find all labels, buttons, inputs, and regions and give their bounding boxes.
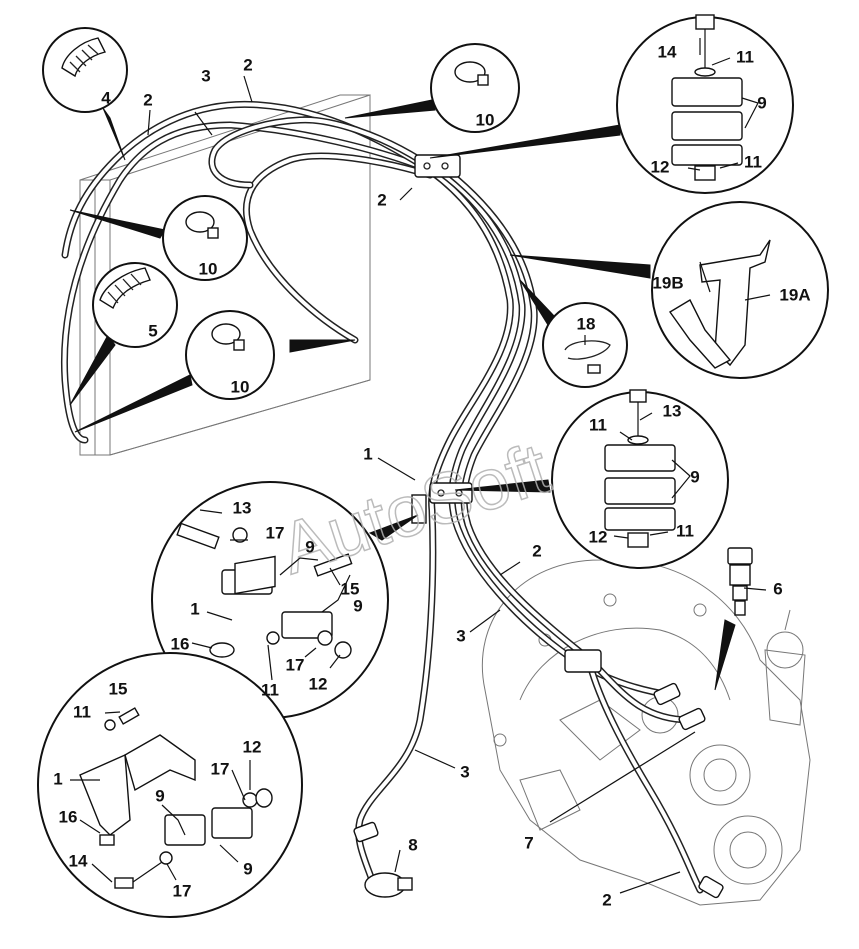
callout-9: 9 — [353, 596, 362, 615]
callout-5: 5 — [148, 321, 157, 340]
callout-14: 14 — [658, 42, 677, 61]
detail-bubble-sleeve-4 — [42, 27, 128, 113]
callout-4: 4 — [101, 88, 111, 107]
callout-9: 9 — [305, 537, 314, 556]
callout-2: 2 — [602, 890, 611, 909]
detail-bubble-clamp-stack-middle — [551, 389, 729, 569]
callout-16: 16 — [59, 807, 78, 826]
callout-2: 2 — [143, 90, 152, 109]
callout-16: 16 — [171, 634, 190, 653]
callout-11: 11 — [73, 702, 91, 721]
pipe-fittings-gearbox — [653, 682, 724, 899]
callout-10: 10 — [199, 259, 218, 278]
detail-bubble-bracket-lower — [37, 652, 303, 918]
callout-12: 12 — [243, 737, 262, 756]
callout-11: 11 — [261, 680, 279, 699]
callout-9: 9 — [155, 786, 164, 805]
callout-8: 8 — [408, 835, 417, 854]
callout-9: 9 — [690, 467, 699, 486]
detail-bubble-clamp-10-b — [185, 310, 275, 400]
callout-15: 15 — [109, 679, 128, 698]
leader-wedges — [69, 99, 736, 691]
callout-7: 7 — [524, 833, 533, 852]
callout-19b: 19B — [652, 273, 683, 292]
callout-3: 3 — [201, 66, 210, 85]
callout-11: 11 — [589, 415, 607, 434]
pipe-clamp-lower — [564, 649, 602, 673]
callout-3: 3 — [460, 762, 469, 781]
callout-1: 1 — [190, 599, 199, 618]
pipe-clamp-upper — [414, 154, 461, 178]
callout-3: 3 — [456, 626, 465, 645]
callout-9: 9 — [757, 93, 766, 112]
detail-bubble-clamp-10-top — [430, 43, 520, 133]
callout-9: 9 — [243, 859, 252, 878]
callout-18: 18 — [577, 314, 596, 333]
callout-11: 11 — [744, 152, 762, 171]
pipe-connector-8 — [353, 821, 413, 898]
callout-11: 11 — [736, 47, 754, 66]
callout-12: 12 — [589, 527, 608, 546]
detail-bubble-sleeve-5 — [92, 262, 178, 348]
detail-bubble-clamp-10-a — [162, 195, 248, 281]
callout-14: 14 — [69, 851, 88, 870]
callout-17: 17 — [286, 655, 305, 674]
callout-12: 12 — [309, 674, 328, 693]
callout-13: 13 — [233, 498, 252, 517]
callout-10: 10 — [231, 377, 250, 396]
callout-13: 13 — [663, 401, 682, 420]
callout-1: 1 — [363, 444, 372, 463]
callout-12: 12 — [651, 157, 670, 176]
callout-15: 15 — [341, 579, 360, 598]
callout-11: 11 — [676, 521, 694, 540]
detail-bubble-bracket-19 — [651, 201, 829, 379]
callout-17: 17 — [266, 523, 285, 542]
callout-2: 2 — [243, 55, 252, 74]
callout-1: 1 — [53, 769, 62, 788]
callout-19a: 19A — [779, 285, 810, 304]
callout-labels: 4 2 3 2 10 2 10 5 10 14 11 9 12 11 19B 1… — [53, 42, 810, 909]
callout-2: 2 — [532, 541, 541, 560]
sensor-6 — [727, 547, 753, 616]
callout-leaders — [70, 38, 771, 894]
callout-6: 6 — [773, 579, 782, 598]
callout-2: 2 — [377, 190, 386, 209]
callout-10: 10 — [476, 110, 495, 129]
pipe-clamp-middle — [411, 482, 473, 524]
callout-17: 17 — [211, 759, 230, 778]
callout-17: 17 — [173, 881, 192, 900]
